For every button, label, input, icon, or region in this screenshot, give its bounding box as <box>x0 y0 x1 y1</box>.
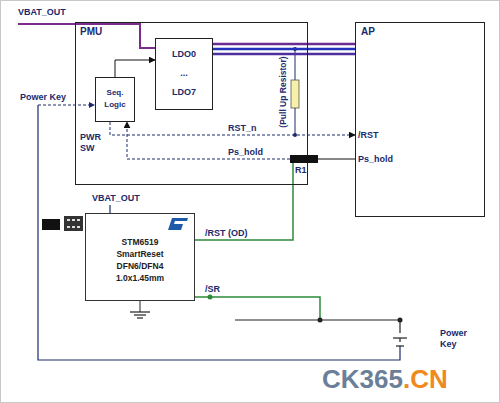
resistor-symbol: R1 <box>290 155 318 163</box>
signal-name: Ps_hold <box>228 147 263 158</box>
junction-dot <box>293 133 297 137</box>
vbat-wire <box>18 24 155 48</box>
reset-ic-box: STM6519 SmartReset DFN6/DFN4 1.0x1.45mm <box>85 213 195 301</box>
chip-package <box>42 219 60 230</box>
ground-symbol <box>134 314 146 315</box>
chip-pad <box>67 219 70 221</box>
signal-wire <box>115 60 155 77</box>
node-text: R1 <box>295 165 307 176</box>
key-wire <box>235 319 400 320</box>
supply-wire <box>109 205 110 213</box>
junction-dot <box>293 47 297 51</box>
signal-wire <box>318 158 355 159</box>
part-name: Power Key <box>440 328 474 350</box>
pin-name: /RST <box>358 130 379 141</box>
sr-wire <box>195 297 320 320</box>
node-text: LDO0 ... LDO7 <box>169 45 199 102</box>
power-key-wire <box>38 105 400 360</box>
pullup-wire <box>295 108 296 135</box>
switch-symbol <box>393 337 407 338</box>
processor-block: AP <box>355 22 485 217</box>
node-text: AP <box>361 26 375 37</box>
node-text: PMU <box>80 26 102 37</box>
ground-symbol <box>137 317 143 318</box>
switch-symbol <box>399 320 400 333</box>
bus-line <box>213 53 355 56</box>
pullup-wire <box>295 49 296 80</box>
signal-wire <box>195 163 293 240</box>
part-name: (Pull Up Resistor) <box>278 56 289 127</box>
pmu-block: PMU Seq. Logic LDO0 ... LDO7 <box>75 22 308 185</box>
signal-name: /RST (OD) <box>205 228 248 239</box>
chip-pad <box>72 219 75 221</box>
ground-wire <box>140 301 141 312</box>
block-name: PWR SW <box>80 132 108 154</box>
pin-name: /SR <box>205 284 220 295</box>
bus-line <box>213 48 355 51</box>
junction-dot <box>208 295 213 300</box>
power-bus <box>213 44 355 54</box>
ldo-box: LDO0 ... LDO7 <box>155 38 213 110</box>
resistor-symbol <box>291 80 299 108</box>
signal-wire <box>127 122 290 159</box>
junction-dot <box>398 318 403 323</box>
supply-name: VBAT_OUT <box>18 7 66 18</box>
chip-package <box>64 216 83 231</box>
watermark: CK365 <box>322 364 403 394</box>
ground-symbol <box>130 311 150 312</box>
signal-wire <box>110 122 355 135</box>
power-key-wire <box>38 105 93 106</box>
brand-logo <box>168 218 188 230</box>
chip-pad <box>72 226 75 228</box>
chip-pad <box>77 226 80 228</box>
signal-name: RST_n <box>228 123 257 134</box>
logic-box: Seq. Logic <box>95 77 135 122</box>
chip-pad <box>77 219 80 221</box>
watermark: .CN <box>403 364 448 394</box>
bus-line <box>213 43 355 46</box>
chip-pad <box>67 226 70 228</box>
node-text: Seq. Logic <box>96 87 134 111</box>
switch-symbol <box>399 338 400 342</box>
node-text: STM6519 SmartReset DFN6/DFN4 1.0x1.45mm <box>109 236 171 284</box>
junction-dot <box>318 318 323 323</box>
supply-name: VBAT_OUT <box>92 193 140 204</box>
switch-symbol <box>396 345 404 346</box>
pin-name: Ps_hold <box>358 154 393 165</box>
signal-name: Power Key <box>20 92 66 103</box>
